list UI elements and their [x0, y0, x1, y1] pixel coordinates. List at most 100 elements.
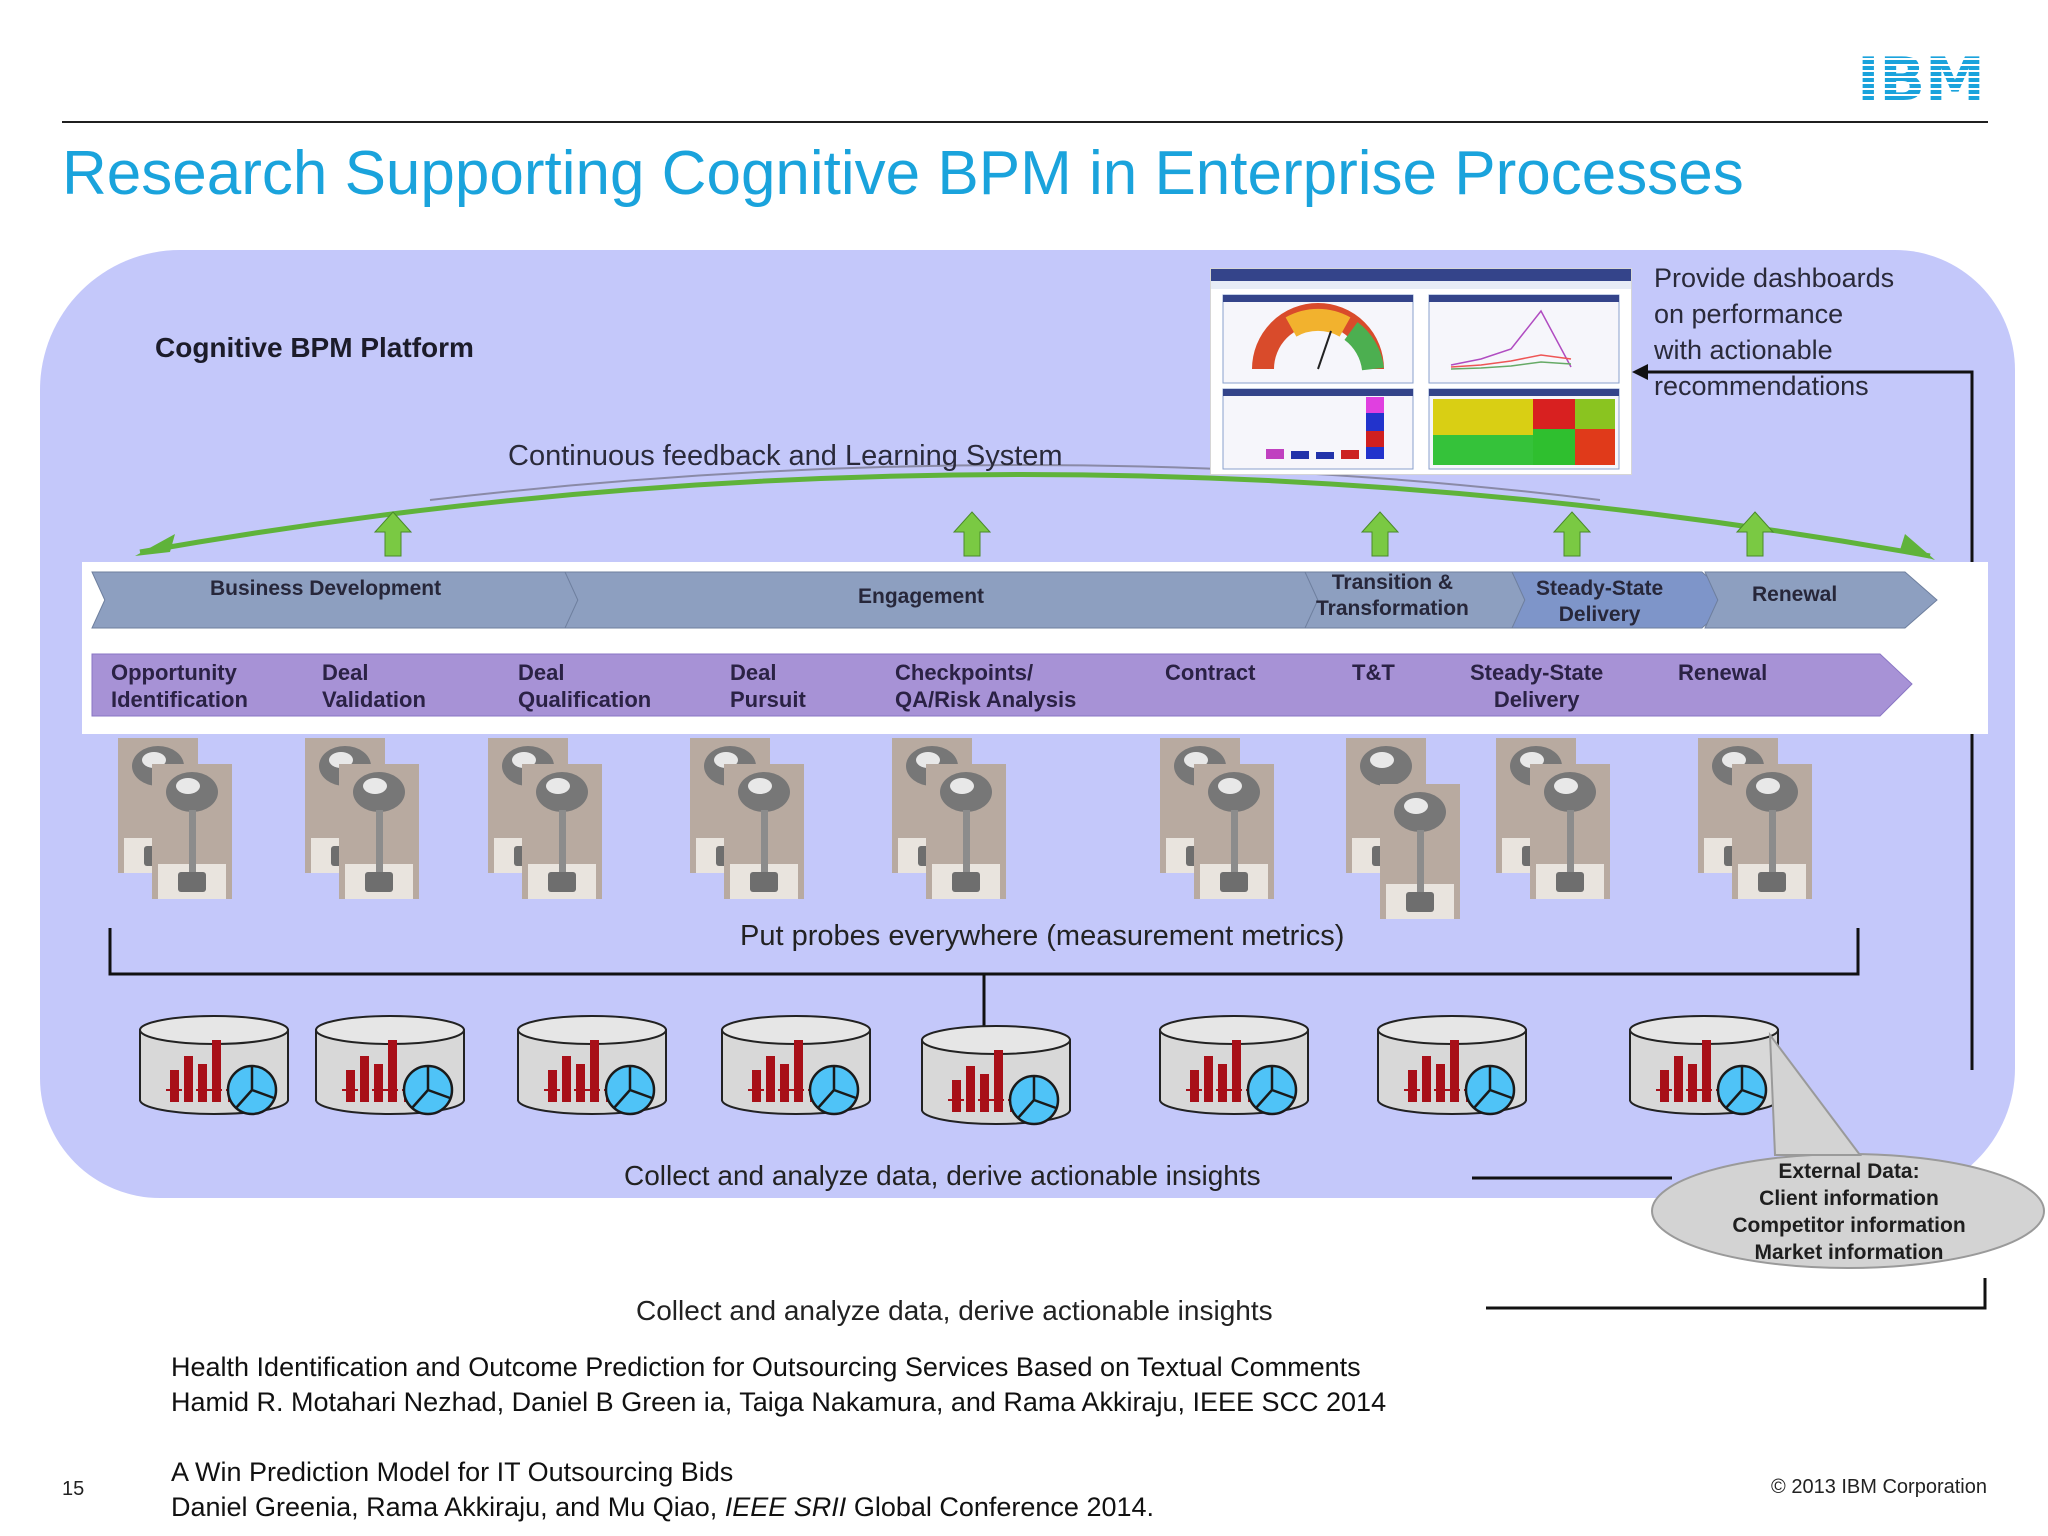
platform-label: Cognitive BPM Platform	[155, 332, 474, 363]
external-data-line: Competitor information	[1732, 1214, 1966, 1237]
probe-highlight	[363, 778, 387, 794]
feedback-arrowhead-left	[135, 534, 175, 556]
phase-label-engagement: Engagement	[858, 585, 985, 608]
probe-highlight	[1404, 798, 1428, 814]
probe-stem	[1567, 810, 1574, 876]
return-line-outer	[1486, 1278, 1987, 1310]
probe-icon	[926, 764, 1006, 899]
feedback-label: Continuous feedback and Learning System	[508, 440, 1063, 472]
heatmap-cell-5	[1575, 429, 1615, 465]
database-bar	[576, 1064, 585, 1102]
database-bar	[1422, 1056, 1431, 1102]
database-icon	[1629, 1015, 1779, 1116]
database-icon	[1377, 1015, 1527, 1116]
probe-icon	[1530, 764, 1610, 899]
heatmap-cell-6	[1433, 435, 1533, 465]
database-bar	[1450, 1040, 1459, 1102]
step-label-checkpoints: Checkpoints/ QA/Risk Analysis	[895, 660, 1077, 712]
phase-label-renewal: Renewal	[1752, 583, 1838, 606]
up-arrow-icon	[373, 511, 413, 557]
database-pie-slices	[1017, 1076, 1057, 1119]
step-label-deal-qualification: Deal Qualification	[518, 660, 652, 712]
line-chart-header	[1429, 295, 1619, 302]
feedback-arc-line	[139, 471, 1931, 559]
probe-icon	[152, 764, 232, 899]
database-bar	[346, 1070, 355, 1102]
database-bar	[1674, 1056, 1683, 1102]
reference-authors: Hamid R. Motahari Nezhad, Daniel B Green…	[171, 1387, 1387, 1417]
database-pie-slices	[1473, 1066, 1513, 1109]
reference-venue: IEEE SRII	[724, 1492, 847, 1522]
database-bar	[1660, 1070, 1669, 1102]
reference-title: A Win Prediction Model for IT Outsourcin…	[171, 1457, 734, 1487]
databases	[139, 1015, 1779, 1126]
gauge-needle	[1317, 330, 1332, 370]
up-arrow-icon	[952, 511, 992, 557]
database-bar	[198, 1064, 207, 1102]
probe-foot	[750, 872, 778, 892]
reference-title: Health Identification and Outcome Predic…	[171, 1352, 1361, 1382]
database-icon	[721, 1015, 871, 1116]
step-label-steady-state: Steady-State Delivery	[1470, 660, 1604, 712]
probe-highlight	[176, 778, 200, 794]
database-bar	[360, 1056, 369, 1102]
heatmap-header	[1429, 389, 1619, 396]
database-bar	[170, 1070, 179, 1102]
external-data-text: External Data: Client information Compet…	[1660, 1158, 2038, 1266]
phase-label-steady-state: Steady-State Delivery	[1536, 577, 1664, 626]
heatmap-cell-3	[1575, 399, 1615, 429]
step-label-contract: Contract	[1165, 660, 1256, 685]
probe-icon	[339, 764, 419, 899]
dashboard-caption: Provide dashboards on performance with a…	[1654, 260, 1894, 404]
return-lines	[1472, 364, 1987, 1310]
database-bar	[1218, 1064, 1227, 1102]
dashboard-caption-line: recommendations	[1654, 371, 1869, 401]
phase-label-business-development: Business Development	[210, 577, 442, 600]
database-icon	[517, 1015, 667, 1116]
up-arrow-icon	[1552, 511, 1592, 557]
database-bar	[184, 1056, 193, 1102]
mini-bar-3	[1316, 452, 1334, 459]
database-bar	[590, 1040, 599, 1102]
ibm-logo: IBM	[1857, 48, 1985, 108]
database-bar	[952, 1080, 961, 1112]
gauge-arc-green	[1344, 322, 1384, 371]
mini-bar-4	[1341, 450, 1359, 459]
up-arrows	[373, 511, 1775, 557]
database-pie-slices	[235, 1066, 275, 1109]
probe-icon	[1380, 784, 1460, 919]
database-pie-slices	[817, 1066, 857, 1109]
probe-highlight	[950, 778, 974, 794]
database-bar	[212, 1040, 221, 1102]
heatmap-cell-2	[1533, 399, 1575, 429]
probe-foot	[1758, 872, 1786, 892]
insights-label-inner: Collect and analyze data, derive actiona…	[624, 1160, 1261, 1191]
mini-bar-5-top	[1366, 397, 1384, 413]
up-arrow-icon	[1735, 511, 1775, 557]
database-bar	[966, 1066, 975, 1112]
database-bar	[752, 1070, 761, 1102]
return-arrowhead	[1632, 364, 1648, 380]
probe-stem	[963, 810, 970, 876]
ibm-logo-text: IBM	[1857, 48, 1985, 108]
line-series-2	[1450, 354, 1572, 368]
brackets	[108, 928, 1860, 1026]
probes	[118, 738, 1812, 919]
reference-authors-text: Daniel Greenia, Rama Akkiraju, and Mu Qi…	[171, 1492, 725, 1522]
database-bar	[794, 1040, 803, 1102]
step-arrow-top	[91, 653, 1913, 717]
probe-foot	[178, 872, 206, 892]
bubble-pointer	[1768, 1031, 1862, 1156]
references: Health Identification and Outcome Predic…	[171, 1350, 1386, 1525]
heatmap-cell-4	[1533, 429, 1575, 465]
dashboard-header-bar	[1211, 269, 1631, 281]
bubble-pointer-shape	[1768, 1031, 1862, 1156]
probe-stem	[559, 810, 566, 876]
database-icon	[139, 1015, 289, 1116]
reference-venue-suffix: Global Conference 2014.	[846, 1492, 1155, 1522]
dashboard-caption-line: Provide dashboards	[1654, 263, 1895, 293]
database-bar	[1204, 1056, 1213, 1102]
database-bar	[562, 1056, 571, 1102]
